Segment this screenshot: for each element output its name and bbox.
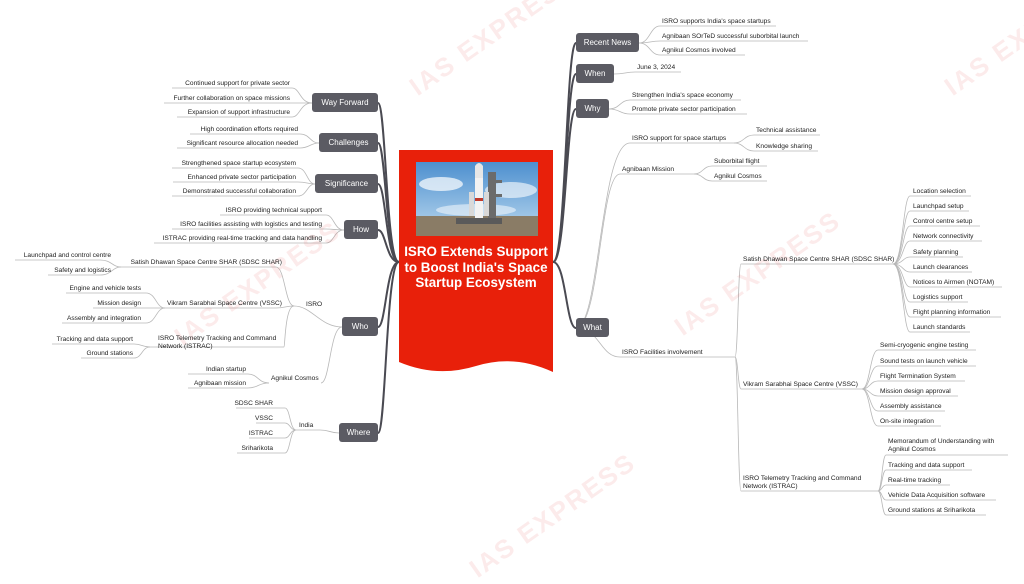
leaf-item: Further collaboration on space missions [173, 95, 290, 102]
leaf-item: Flight Termination System [880, 373, 956, 380]
leaf-item: Logistics support [913, 294, 963, 301]
leaf-item: Launch clearances [913, 264, 969, 271]
leaf-item: Agnikul Cosmos [714, 173, 762, 180]
leaf-item: Mission design approval [880, 388, 951, 395]
leaf-item: Agnibaan mission [193, 380, 246, 387]
leaf-item: Suborbital flight [714, 158, 760, 165]
leaf-item: Tracking and data support [56, 336, 133, 343]
subtopic-label: ISRO [306, 301, 323, 308]
leaf-item: ISRO facilities assisting with logistics… [180, 221, 322, 228]
branch-who[interactable]: Who [342, 317, 378, 336]
branch-way-forward[interactable]: Way Forward [312, 93, 378, 112]
branch-when[interactable]: When [576, 64, 614, 83]
leaf-item: Safety planning [913, 249, 959, 256]
leaf-item: ISTRAC providing real-time tracking and … [162, 235, 322, 242]
leaf-item: Significant resource allocation needed [186, 140, 298, 147]
leaf-item: Ground stations [86, 350, 133, 357]
branch-challenges[interactable]: Challenges [319, 133, 378, 152]
leaf-item: VSSC [255, 415, 273, 422]
central-topic-title: ISRO Extends Support to Boost India's Sp… [404, 244, 548, 291]
branch-how[interactable]: How [344, 220, 378, 239]
leaf-item: Semi-cryogenic engine testing [880, 342, 969, 349]
leaf-item: Memorandum of Understanding with Agnikul… [888, 438, 995, 453]
leaf-item: Launch standards [913, 324, 966, 331]
branch-recent-news[interactable]: Recent News [576, 33, 639, 52]
rocket-image [416, 162, 538, 236]
leaf-item: June 3, 2024 [637, 64, 676, 71]
leaf-item: Notices to Airmen (NOTAM) [913, 279, 995, 286]
branch-where[interactable]: Where [339, 423, 378, 442]
leaf-item: Sound tests on launch vehicle [880, 358, 968, 365]
leaf-item: Assembly and integration [66, 315, 141, 322]
leaf-item: Technical assistance [756, 127, 817, 134]
leaf-item: ISRO providing technical support [225, 207, 322, 214]
leaf-item: Launchpad and control centre [23, 252, 111, 259]
subtopic-label: ISRO Telemetry Tracking and Command Netw… [158, 335, 277, 350]
leaf-item: Sriharikota [241, 445, 273, 452]
leaf-item: Knowledge sharing [756, 143, 813, 150]
subtopic-label: Agnibaan Mission [622, 166, 675, 173]
branch-what[interactable]: What [576, 318, 609, 337]
leaf-item: Ground stations at Sriharikota [888, 507, 976, 514]
subtopic-label: ISRO Facilities involvement [622, 349, 703, 356]
subtopic-label: ISRO Telemetry Tracking and Command Netw… [743, 475, 862, 490]
leaf-item: Safety and logistics [54, 267, 111, 274]
leaf-item: Launchpad setup [913, 203, 964, 210]
subtopic-label: India [299, 422, 314, 429]
connector-lines [15, 25, 1008, 516]
leaf-item: Continued support for private sector [185, 80, 290, 87]
leaf-item: Indian startup [206, 366, 246, 373]
subtopic-label: Satish Dhawan Space Centre SHAR (SDSC SH… [743, 256, 895, 263]
leaf-item: Assembly assistance [880, 403, 942, 410]
leaf-item: Control centre setup [913, 218, 973, 225]
subtopic-label: Agnikul Cosmos [271, 375, 319, 382]
leaf-item: Promote private sector participation [632, 106, 736, 113]
leaf-item: Strengthened space startup ecosystem [181, 160, 296, 167]
leaf-item: Flight planning information [913, 309, 991, 316]
branch-why[interactable]: Why [576, 99, 609, 118]
leaf-item: SDSC SHAR [234, 400, 273, 407]
leaf-item: Location selection [913, 188, 966, 195]
leaf-item: Vehicle Data Acquisition software [888, 492, 986, 499]
branch-significance[interactable]: Significance [315, 174, 378, 193]
leaf-item: Strengthen India's space economy [632, 92, 733, 99]
subtopic-label: Satish Dhawan Space Centre SHAR (SDSC SH… [130, 259, 282, 266]
leaf-item: On-site integration [880, 418, 934, 425]
central-topic-ribbon-tail [399, 348, 553, 372]
leaf-item: Demonstrated successful collaboration [182, 188, 296, 195]
leaf-item: Mission design [97, 300, 141, 307]
leaf-item: Engine and vehicle tests [69, 285, 141, 292]
subtopic-label: ISRO support for space startups [632, 135, 727, 142]
leaf-item: ISRO supports India's space startups [662, 18, 771, 25]
leaf-item: Enhanced private sector participation [187, 174, 297, 181]
leaf-item: Network connectivity [913, 233, 974, 240]
subtopic-label: Vikram Sarabhai Space Centre (VSSC) [743, 381, 858, 388]
leaf-item: Real-time tracking [888, 477, 942, 484]
subtopic-label: Vikram Sarabhai Space Centre (VSSC) [167, 300, 282, 307]
leaf-item: ISTRAC [248, 430, 273, 437]
leaf-item: High coordination efforts required [200, 126, 298, 133]
leaf-item: Expansion of support infrastructure [187, 109, 290, 116]
leaf-item: Agnibaan SOrTeD successful suborbital la… [662, 33, 800, 40]
leaf-item: Tracking and data support [888, 462, 965, 469]
leaf-item: Agnikul Cosmos involved [662, 47, 736, 54]
